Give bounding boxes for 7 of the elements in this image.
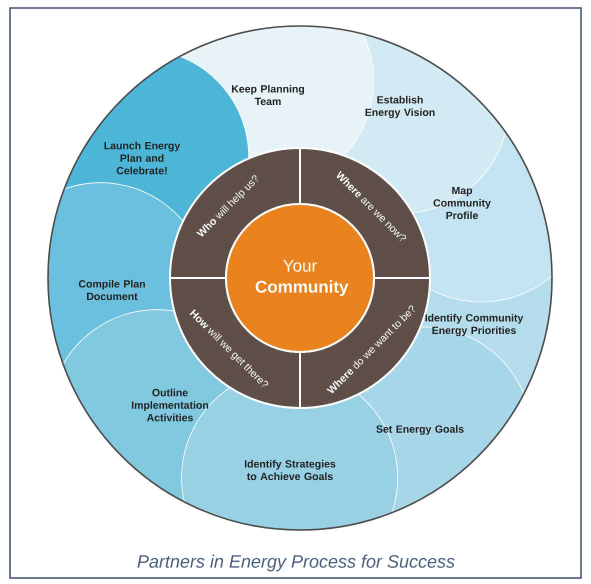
step-label: Set Energy Goals — [376, 425, 464, 435]
step-label: Identify Strategies to Achieve Goals — [244, 460, 336, 480]
step-label: Establish Energy Vision — [366, 96, 435, 118]
step-label: Compile Plan Document — [78, 280, 145, 300]
step-label: Keep Planning Team — [232, 84, 304, 106]
step-label: Map Community Profile — [434, 186, 491, 220]
caption: Partners in Energy Process for Success — [138, 554, 455, 572]
